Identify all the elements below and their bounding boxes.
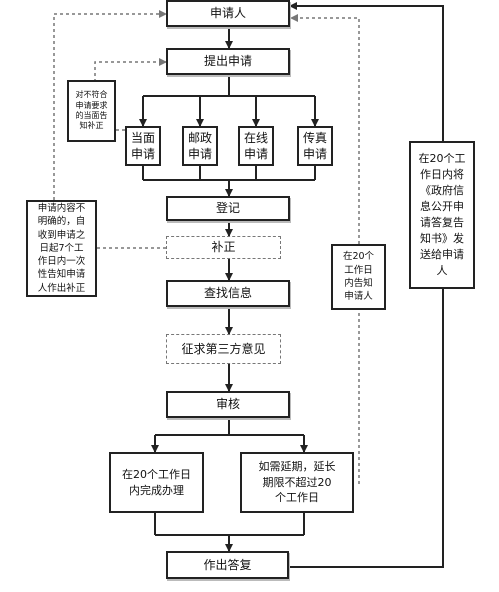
node-search-information: 查找信息 bbox=[166, 280, 290, 307]
node-within-20-days: 在20个工作日 内完成办理 bbox=[109, 452, 204, 513]
node-in-person: 当面 申请 bbox=[125, 126, 161, 166]
dashed-line-notify-to-applicant bbox=[290, 14, 360, 244]
node-applicant: 申请人 bbox=[166, 0, 290, 27]
node-by-post: 邮政 申请 bbox=[182, 126, 218, 166]
dashed-line-unclear-to-applicant bbox=[53, 10, 167, 200]
node-review: 审核 bbox=[166, 391, 290, 418]
node-online: 在线 申请 bbox=[238, 126, 274, 166]
note-nonconforming: 对不符合 申请要求 的当面告 知补正 bbox=[67, 80, 116, 142]
node-supplement: 补正 bbox=[166, 236, 281, 259]
note-send-reply-notice: 在20个工 作日内将 《政府信 息公开申 请答复告 知书》发 送给申请 人 bbox=[409, 141, 475, 289]
node-submit-application: 提出申请 bbox=[166, 48, 290, 75]
node-register: 登记 bbox=[166, 196, 290, 221]
node-by-fax: 传真 申请 bbox=[297, 126, 333, 166]
node-third-party-opinion: 征求第三方意见 bbox=[166, 334, 281, 364]
note-unclear-content: 申请内容不 明确的，自 收到申请之 日起7个工 作日内一次 性告知申请 人作出补… bbox=[26, 200, 97, 297]
note-notify-applicant: 在20个 工作日 内告知 申请人 bbox=[331, 244, 386, 310]
node-make-reply: 作出答复 bbox=[166, 551, 289, 579]
node-extension: 如需延期，延长 期限不超过20 个工作日 bbox=[240, 452, 354, 513]
